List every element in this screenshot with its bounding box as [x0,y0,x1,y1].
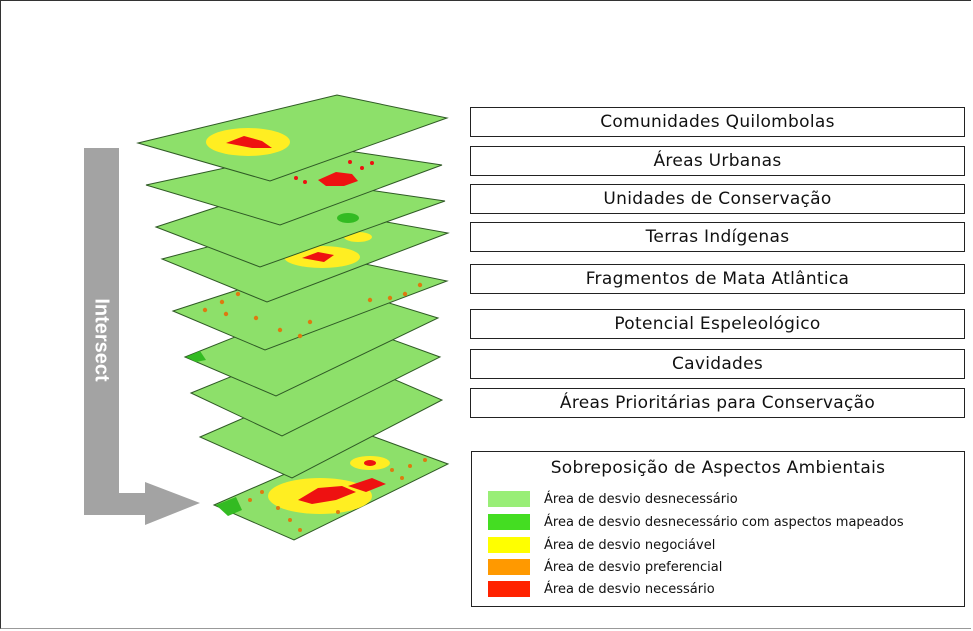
intersect-arrow-shaft [84,148,119,495]
legend-swatch [488,581,530,597]
urban-speck [348,160,352,164]
urban-speck [370,161,374,165]
legend-item-desnecessario: Área de desvio desnecessário [488,490,738,508]
speleological-area [186,351,206,362]
layer-label-quilombolas: Comunidades Quilombolas [470,107,965,137]
forest-fragment [387,295,393,301]
overlay-orange-speck [288,518,292,522]
legend-item-label: Área de desvio desnecessário [544,491,738,507]
overlay-orange-speck [423,458,427,462]
forest-fragment [235,291,241,297]
legend-swatch [488,537,530,553]
forest-fragment [277,327,283,333]
layer-label-cavidades: Cavidades [470,349,965,379]
plane-sobreposicao [212,435,450,541]
quilombola-area [226,136,272,148]
legend-swatch [488,559,530,575]
forest-fragment [202,307,208,313]
forest-fragment [402,291,408,297]
overlay-red-area-2 [348,478,386,492]
forest-fragment [417,282,423,288]
legend-item-label: Área de desvio negociável [544,537,716,553]
urban-area [318,172,358,186]
overlay-orange-speck [336,510,340,514]
legend-item-label: Área de desvio desnecessário com aspecto… [544,514,904,530]
legend-item-label: Área de desvio necessário [544,581,715,597]
overlay-orange-speck [408,464,412,468]
urban-speck [294,176,298,180]
legend-title: Sobreposição de Aspectos Ambientais [550,458,886,478]
forest-fragment [307,319,313,325]
intersect-arrow-head [145,482,200,525]
legend-item-negociavel: Área de desvio negociável [488,536,715,554]
legend-item-preferencial: Área de desvio preferencial [488,558,722,576]
intersect-arrow [84,148,200,525]
overlay-orange-speck [390,468,394,472]
plane-quilombolas-surface [136,94,449,182]
overlay-orange-speck [276,506,280,510]
legend-swatch [488,491,530,507]
legend-box: Sobreposição de Aspectos Ambientais Área… [471,451,965,607]
intersect-arrow-elbow [84,493,154,515]
forest-fragment [219,299,225,305]
forest-fragment [223,311,229,317]
layer-label-indigenas: Terras Indígenas [470,222,965,252]
layer-planes [136,94,450,541]
urban-speck [360,166,364,170]
layer-label-espeleologico: Potencial Espeleológico [470,309,965,339]
overlay-orange-speck [298,528,302,532]
layer-label-urbanas: Áreas Urbanas [470,146,965,176]
urban-speck [303,180,307,184]
overlay-red-dot [364,460,376,466]
layer-label-mata-atlantica: Fragmentos de Mata Atlântica [470,264,965,294]
indigenous-area [302,252,334,262]
intersect-label: Intersect [90,298,113,382]
overlay-orange-speck [260,490,264,494]
legend-item-label: Área de desvio preferencial [544,559,723,575]
forest-fragment [367,297,373,303]
plane-quilombolas [136,94,449,182]
legend-item-desnecessario-mapeados: Área de desvio desnecessário com aspecto… [488,513,904,531]
legend-swatch [488,514,530,530]
forest-fragment [297,333,303,339]
legend-item-necessario: Área de desvio necessário [488,580,715,598]
overlay-orange-speck [248,498,252,502]
forest-fragment [253,315,259,321]
layer-label-areas-prioritarias: Áreas Prioritárias para Conservação [470,388,965,418]
layer-label-conservacao: Unidades de Conservação [470,184,965,214]
overlay-red-area [298,486,356,504]
overlay-green-area [216,497,242,516]
conservation-unit [337,213,359,223]
overlay-orange-speck [400,476,404,480]
